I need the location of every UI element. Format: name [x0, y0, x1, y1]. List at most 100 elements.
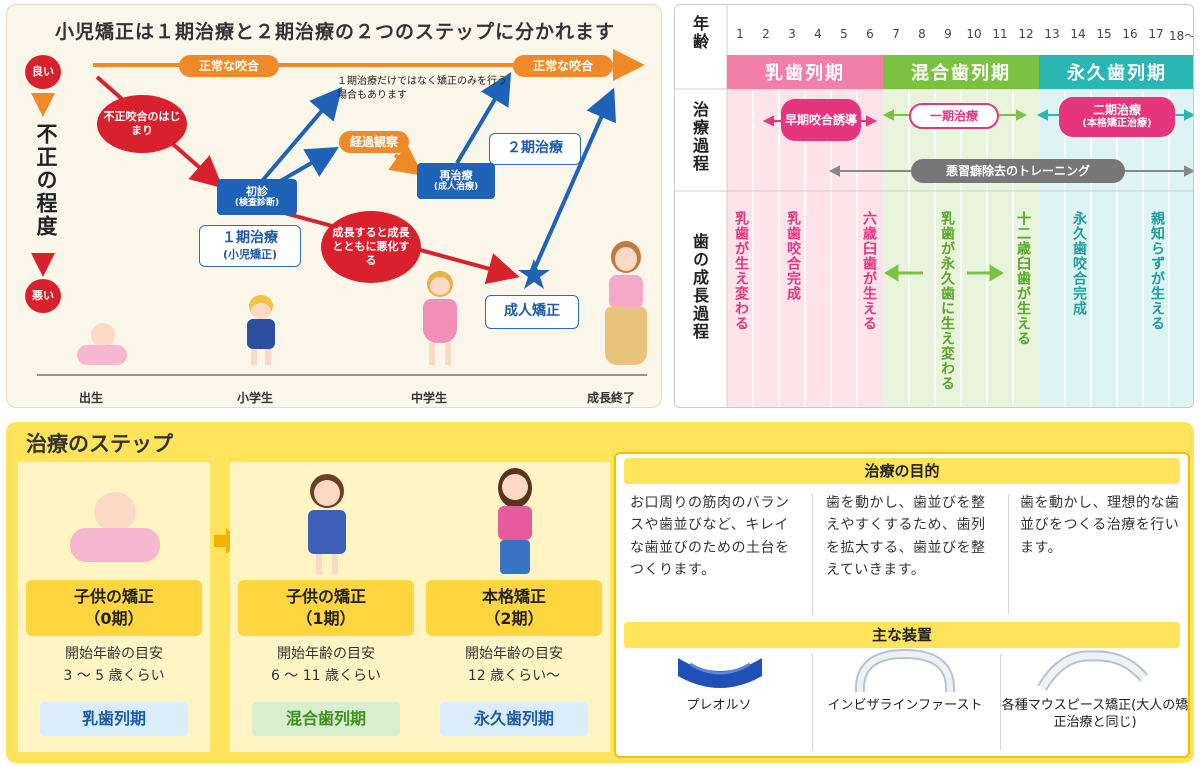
mouthpiece-device-icon	[1037, 650, 1149, 691]
retreatment-sublabel: (成人治療)	[433, 182, 479, 193]
xlabel-birth: 出生	[79, 391, 104, 405]
adult-treatment-box: 成人矯正	[485, 295, 579, 329]
purpose-text-2: 歯を動かし、理想的な歯並びをつくる治療を行います。	[1020, 495, 1180, 556]
step-head-2: 本格矯正 （2期）	[426, 580, 602, 636]
step-age-label: 開始年齢の目安	[465, 646, 563, 662]
worsening-oval: 成長すると成長とともに悪化する	[321, 211, 421, 283]
teen-girl-illustration	[490, 468, 540, 576]
steps-title: 治療のステップ	[26, 432, 173, 456]
step-age-0: 開始年齢の目安 3 〜 5 歳くらい	[18, 644, 210, 687]
step-age-1: 開始年齢の目安 6 〜 11 歳くらい	[230, 644, 422, 687]
step-age-label: 開始年齢の目安	[65, 646, 163, 662]
step-age-range: 3 〜 5 歳くらい	[63, 667, 165, 684]
invisalign-device-icon	[854, 648, 956, 693]
malocclusion-onset: 不正咬合のはじまり	[97, 95, 187, 153]
phase2-pill-sublabel: (本格矯正治療)	[1082, 118, 1152, 130]
xlabel-elementary: 小学生	[237, 391, 274, 405]
growth-six-molar: 六歳臼歯が生える	[861, 211, 877, 331]
schoolgirl-illustration	[302, 474, 352, 574]
diagram-title: 小児矯正は１期治療と２期治療の２つのステップに分かれます	[54, 21, 615, 43]
phase1-pill: 一期治療	[909, 103, 999, 129]
growth-permanent-change: 乳歯が永久歯に生え変わる	[939, 211, 955, 391]
schoolchild-illustration	[239, 295, 283, 367]
step-tag-2: 永久歯列期	[440, 702, 588, 736]
growth-wisdom-teeth: 親知らずが生える	[1149, 211, 1165, 331]
step-head-0: 子供の矯正 （0期）	[26, 580, 202, 636]
step-age-range: 12 歳くらい〜	[467, 667, 561, 684]
step-head-title: 子供の矯正	[73, 587, 154, 607]
bad-badge: 悪い	[25, 279, 61, 313]
step-age-2: 開始年齢の目安 12 歳くらい〜	[418, 644, 610, 687]
adult-woman-illustration	[601, 241, 651, 367]
age-header: 年齢	[690, 15, 709, 51]
early-guidance-pill: 早期咬合誘導	[781, 99, 861, 141]
step-tag-1: 混合歯列期	[252, 702, 400, 736]
step-age-label: 開始年齢の目安	[277, 646, 375, 662]
normal-occlusion-label: 正常な咬合	[179, 55, 279, 77]
retreatment-box: 再治療 (成人治療)	[417, 163, 495, 199]
phase2-pill-label: 二期治療	[1092, 103, 1141, 118]
growth-twelve-molar: 十二歳臼歯が生える	[1015, 211, 1031, 346]
device-label-0: プレオルソ	[686, 698, 752, 713]
age-cell: 7	[892, 27, 900, 41]
age-cell: 17	[1148, 27, 1164, 41]
age-cell: 15	[1096, 27, 1112, 41]
mixed-dentition-band: 混合歯列期	[883, 55, 1039, 89]
phase1-label: １期治療	[222, 230, 278, 247]
phase1-sublabel: (小児矯正)	[222, 247, 278, 261]
age-cell: 4	[814, 27, 822, 41]
growth-primary-complete: 乳歯咬合完成	[785, 211, 801, 301]
age-cell: 10	[966, 27, 982, 41]
step-age-range: 6 〜 11 歳くらい	[270, 667, 382, 684]
step-head-phase: （2期）	[484, 609, 544, 628]
growth-primary-change: 乳歯が生え変わる	[733, 211, 749, 331]
step-head-phase: （1期）	[296, 609, 356, 628]
treatment-flow-diagram: 小児矯正は１期治療と２期治療の２つのステップに分かれます 良い 不正の程度 悪い…	[6, 4, 662, 408]
step-tag-0: 乳歯列期	[40, 702, 188, 736]
growth-header: 歯の成長過程	[690, 233, 709, 341]
step-card-0: 子供の矯正 （0期） 開始年齢の目安 3 〜 5 歳くらい 乳歯列期	[18, 462, 210, 752]
growth-permanent-complete: 永久歯咬合完成	[1071, 211, 1087, 316]
device-divider-1	[812, 654, 813, 750]
purpose-title: 治療の目的	[624, 458, 1180, 484]
phase2-box: ２期治療	[489, 133, 581, 165]
age-cell: 12	[1018, 27, 1034, 41]
primary-dentition-band: 乳歯列期	[727, 55, 883, 89]
phase1-box: １期治療 (小児矯正)	[199, 225, 301, 267]
baby-illustration	[77, 323, 127, 367]
device-label-1: インビザラインファースト	[827, 698, 983, 713]
age-cell: 8	[918, 27, 926, 41]
age-cell: 9	[944, 27, 952, 41]
treatment-purpose-box: 治療の目的 お口周りの筋肉のバランスや歯並びなど、キレイな歯並びのための土台をつ…	[614, 452, 1190, 758]
habit-training-pill: 悪習癖除去のトレーニング	[911, 159, 1125, 183]
step-head-title: 本格矯正	[481, 587, 546, 607]
first-visit-box: 初診 (検査診断)	[217, 179, 297, 215]
good-badge: 良い	[25, 55, 61, 89]
age-cell: 3	[788, 27, 796, 41]
device-divider-2	[1000, 654, 1001, 750]
devices-title: 主な装置	[624, 622, 1180, 648]
phase2-pill: 二期治療 (本格矯正治療)	[1059, 97, 1175, 137]
step-head-1: 子供の矯正 （1期）	[238, 580, 414, 636]
normal-occlusion-label-2: 正常な咬合	[513, 55, 613, 77]
age-cell: 13	[1044, 27, 1060, 41]
purpose-divider-1	[812, 494, 813, 614]
age-cell: 14	[1070, 27, 1086, 41]
preortho-device-icon	[678, 658, 762, 688]
permanent-dentition-band: 永久歯列期	[1039, 55, 1193, 89]
step-card-1: 子供の矯正 （1期） 開始年齢の目安 6 〜 11 歳くらい 混合歯列期	[230, 462, 422, 752]
step-head-phase: （0期）	[84, 609, 144, 628]
observation-label: 経過観察	[339, 131, 409, 153]
middle-schooler-illustration	[415, 271, 465, 367]
purpose-text-0: お口周りの筋肉のバランスや歯並びなど、キレイな歯並びのための土台をつくります。	[630, 495, 790, 579]
age-cell: 1	[736, 27, 744, 41]
step-arrow-shaft-1	[214, 535, 226, 547]
first-visit-label: 初診	[246, 184, 268, 198]
retreatment-label: 再治療	[439, 168, 473, 182]
age-cell: 16	[1122, 27, 1138, 41]
severity-label: 不正の程度	[34, 123, 58, 238]
treatment-header: 治療過程	[690, 101, 709, 173]
age-cell: 6	[866, 27, 874, 41]
note-text: １期治療だけではなく矯正のみを行う場合もあります	[337, 76, 507, 101]
